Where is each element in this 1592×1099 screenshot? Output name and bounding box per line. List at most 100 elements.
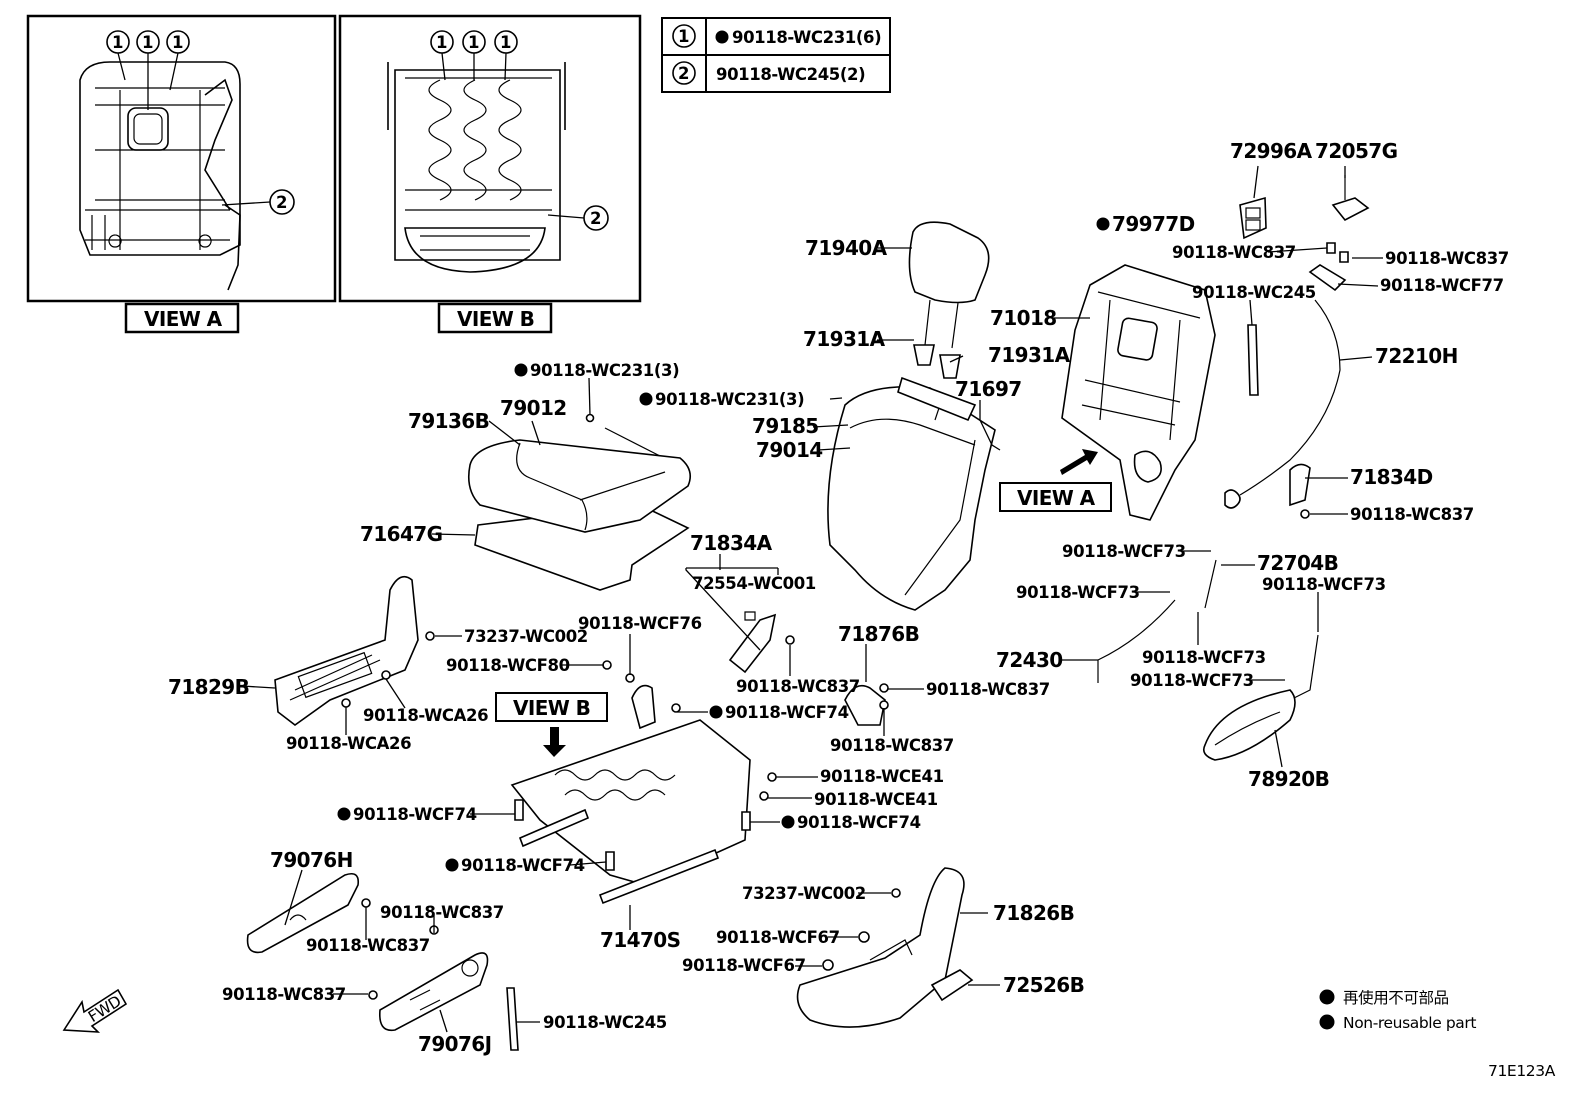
label-90118-wcf73-a: 90118-WCF73: [1062, 542, 1186, 561]
non-reusable-dot: [1319, 989, 1335, 1005]
switch-parts: [1239, 175, 1370, 292]
label-90118-wcf74-a: 90118-WCF74: [725, 703, 849, 722]
non-reusable-dot: [715, 30, 729, 44]
fwd-arrow: FWD: [62, 988, 128, 1033]
leader-lines: [241, 165, 1383, 1033]
label-90118-wc837-i: 90118-WC837: [222, 985, 346, 1004]
label-90118-wcf80: 90118-WCF80: [446, 656, 570, 675]
label-90118-wc231-b: 90118-WC231(3): [655, 390, 804, 409]
view-a-callout-1b: 1: [142, 33, 153, 52]
view-b-title: VIEW B: [437, 302, 553, 334]
label-72430: 72430: [996, 648, 1063, 672]
part-labels: 71940A 79977D 72996A 72057G 90118-WC837 …: [168, 139, 1509, 1056]
view-b-inset: 1 1 1 2: [338, 14, 642, 303]
view-b-marker: VIEW B: [495, 692, 608, 722]
label-72210h: 72210H: [1375, 344, 1458, 368]
view-a-callouts: 1 1 1 2: [106, 30, 295, 215]
label-71876b: 71876B: [838, 622, 919, 646]
label-79977d: 79977D: [1112, 212, 1195, 236]
label-90118-wc837-b: 90118-WC837: [1385, 249, 1509, 268]
non-reusable-dot: [1096, 217, 1110, 231]
label-71940a: 71940A: [805, 236, 888, 260]
view-b-label: VIEW B: [457, 307, 534, 331]
label-90118-wc837-h: 90118-WC837: [306, 936, 430, 955]
headrest: [908, 221, 990, 379]
label-90118-wc837-d: 90118-WC837: [926, 680, 1050, 699]
view-a-marker: VIEW A: [999, 449, 1112, 512]
part-71834d: [1289, 463, 1311, 519]
view-a-inset: 1 1 1 2: [26, 14, 337, 303]
label-71834a: 71834A: [690, 531, 773, 555]
non-reusable-legend: 再使用不可部品 Non-reusable part: [1319, 989, 1477, 1032]
legend-mark-1: 1: [678, 27, 689, 46]
label-90118-wc837-a: 90118-WC837: [1172, 243, 1296, 262]
label-90118-wc837-g: 90118-WC837: [380, 903, 504, 922]
non-reusable-dot: [445, 858, 459, 872]
label-79014: 79014: [756, 438, 823, 462]
view-b-callout-1b: 1: [468, 33, 479, 52]
label-90118-wc245-a: 90118-WC245: [1192, 283, 1316, 302]
label-78920b: 78920B: [1248, 767, 1329, 791]
label-90118-wca26-a: 90118-WCA26: [363, 706, 488, 725]
cables-lower-right: [1097, 559, 1319, 761]
label-90118-wce41-b: 90118-WCE41: [814, 790, 938, 809]
label-79076h: 79076H: [270, 848, 353, 872]
non-reusable-dot: [337, 807, 351, 821]
view-a-callout-1c: 1: [172, 33, 183, 52]
non-reusable-dot: [1319, 1014, 1335, 1030]
seat-frame-rails: [510, 660, 777, 905]
legend-mark-2: 2: [678, 64, 689, 83]
view-b-callouts: 1 1 1 2: [430, 30, 609, 231]
label-71931a-a: 71931A: [803, 327, 886, 351]
label-71018: 71018: [990, 306, 1057, 330]
label-90118-wcf73-d: 90118-WCF73: [1142, 648, 1266, 667]
label-71697: 71697: [955, 377, 1022, 401]
brackets-mid: [728, 611, 889, 726]
view-b-marker-label: VIEW B: [513, 696, 590, 720]
legend-table: 1 90118-WC231(6) 2 90118-WC245(2): [661, 17, 891, 93]
label-90118-wce41-a: 90118-WCE41: [820, 767, 944, 786]
view-b-callout-2: 2: [590, 209, 601, 228]
label-72996a: 72996A: [1230, 139, 1313, 163]
label-90118-wc837-f: 90118-WC837: [830, 736, 954, 755]
label-71931a-b: 71931A: [988, 343, 1071, 367]
label-71647g: 71647G: [360, 522, 442, 546]
view-a-callout-2: 2: [276, 193, 287, 212]
cable-72210h: [1224, 299, 1341, 509]
note-jp: 再使用不可部品: [1343, 989, 1449, 1007]
label-79012: 79012: [500, 396, 567, 420]
legend-part-2: 90118-WC245(2): [716, 65, 865, 84]
cover-79076j: [368, 925, 519, 1051]
label-79185: 79185: [752, 414, 819, 438]
label-90118-wcf67-b: 90118-WCF67: [682, 956, 806, 975]
label-71834d: 71834D: [1350, 465, 1433, 489]
note-en: Non-reusable part: [1343, 1014, 1476, 1032]
non-reusable-dot: [639, 392, 653, 406]
label-90118-wcf73-e: 90118-WCF73: [1130, 671, 1254, 690]
label-90118-wc231-a: 90118-WC231(3): [530, 361, 679, 380]
view-a-label: VIEW A: [144, 307, 223, 331]
label-90118-wc837-c: 90118-WC837: [1350, 505, 1474, 524]
view-a-title: VIEW A: [124, 302, 240, 334]
view-b-callout-1c: 1: [500, 33, 511, 52]
label-72554-wc001: 72554-WC001: [692, 574, 816, 593]
label-90118-wcf74-b: 90118-WCF74: [353, 805, 477, 824]
label-71470s: 71470S: [600, 928, 680, 952]
label-73237-wc002-b: 73237-WC002: [742, 884, 866, 903]
label-90118-wc245-b: 90118-WC245: [543, 1013, 667, 1032]
label-90118-wcf73-b: 90118-WCF73: [1262, 575, 1386, 594]
label-90118-wca26-b: 90118-WCA26: [286, 734, 411, 753]
side-cover-71826b: [796, 867, 974, 1028]
seatback-frame: [1061, 264, 1216, 521]
label-71826b: 71826B: [993, 901, 1074, 925]
label-72526b: 72526B: [1003, 973, 1084, 997]
label-72057g: 72057G: [1315, 139, 1397, 163]
seat-back: [827, 376, 996, 611]
non-reusable-dot: [781, 815, 795, 829]
label-90118-wc837-e: 90118-WC837: [736, 677, 860, 696]
view-a-marker-label: VIEW A: [1017, 486, 1096, 510]
non-reusable-dot: [514, 363, 528, 377]
label-90118-wcf67-a: 90118-WCF67: [716, 928, 840, 947]
label-72704b: 72704B: [1257, 551, 1338, 575]
